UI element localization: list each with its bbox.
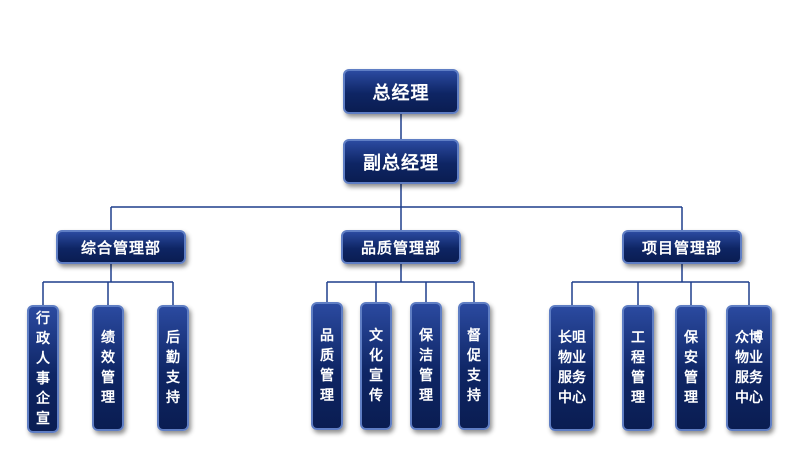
node-unit-2-1: 品质管理 <box>311 302 343 430</box>
node-ceo: 总经理 <box>343 69 459 114</box>
node-unit-3-1-label: 长咀物业服务中心 <box>558 330 586 406</box>
node-dept-3-label: 项目管理部 <box>641 238 722 257</box>
node-unit-3-3-label: 保安管理 <box>683 330 698 406</box>
node-unit-3-1: 长咀物业服务中心 <box>549 305 595 431</box>
node-unit-1-3: 后勤支持 <box>157 305 189 431</box>
node-unit-3-2-label: 工程管理 <box>630 330 645 406</box>
node-dept-2: 品质管理部 <box>341 230 461 264</box>
node-unit-3-3: 保安管理 <box>675 305 707 431</box>
node-unit-1-3-label: 后勤支持 <box>165 330 180 406</box>
node-unit-2-4-label: 督促支持 <box>466 328 481 404</box>
node-unit-1-2-label: 绩效管理 <box>100 330 115 406</box>
node-unit-2-2: 文化宣传 <box>360 302 392 430</box>
node-deputy-label: 副总经理 <box>363 152 439 174</box>
node-dept-1-label: 综合管理部 <box>80 238 161 257</box>
node-unit-2-3-label: 保洁管理 <box>418 328 433 404</box>
node-dept-3: 项目管理部 <box>622 230 742 264</box>
node-dept-2-label: 品质管理部 <box>360 238 441 257</box>
node-unit-3-2: 工程管理 <box>622 305 654 431</box>
node-unit-2-4: 督促支持 <box>458 302 490 430</box>
node-unit-2-1-label: 品质管理 <box>319 328 334 404</box>
node-unit-1-1: 行政人事企宣 <box>27 305 59 433</box>
node-deputy: 副总经理 <box>343 139 459 184</box>
node-unit-3-4-label: 众博物业服务中心 <box>735 330 763 406</box>
node-ceo-label: 总经理 <box>372 82 430 104</box>
node-unit-1-2: 绩效管理 <box>92 305 124 431</box>
node-unit-3-4: 众博物业服务中心 <box>726 305 772 431</box>
node-unit-2-3: 保洁管理 <box>410 302 442 430</box>
node-unit-1-1-label: 行政人事企宣 <box>35 311 50 427</box>
node-dept-1: 综合管理部 <box>56 230 186 264</box>
node-unit-2-2-label: 文化宣传 <box>368 328 383 404</box>
